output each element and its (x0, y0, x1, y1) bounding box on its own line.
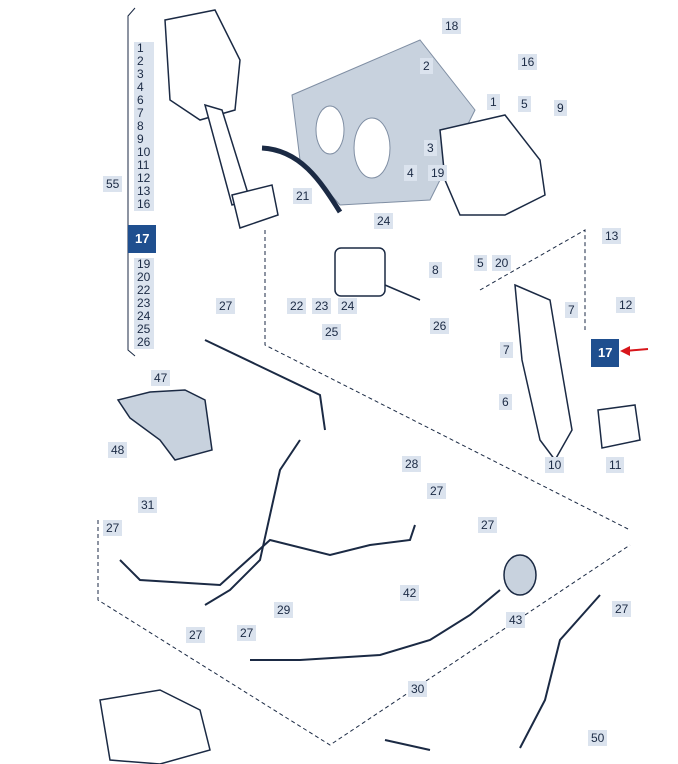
slave-cylinder (503, 554, 537, 596)
clutch-pedal-assembly (439, 114, 641, 462)
list-item: 13 (137, 184, 151, 198)
callout-19[interactable]: 19 (428, 165, 448, 181)
callout-24-top[interactable]: 24 (374, 213, 394, 229)
callout-27-f[interactable]: 27 (186, 627, 206, 643)
list-item: 9 (137, 132, 144, 146)
callout-22[interactable]: 22 (287, 298, 307, 314)
callout-31[interactable]: 31 (138, 497, 158, 513)
callout-1[interactable]: 1 (487, 94, 500, 110)
callout-7-left[interactable]: 7 (500, 342, 513, 358)
highlight-arrow-head (620, 346, 630, 356)
list-item: 6 (137, 93, 144, 107)
list-item: 1 (137, 41, 144, 55)
callout-10[interactable]: 10 (545, 457, 565, 473)
list-item: 20 (137, 270, 151, 284)
brake-pedal-assembly (164, 9, 279, 229)
callout-27-b[interactable]: 27 (427, 483, 447, 499)
callout-5-top[interactable]: 5 (518, 96, 531, 112)
list-item: 24 (137, 309, 151, 323)
callout-30[interactable]: 30 (408, 681, 428, 697)
callout-18[interactable]: 18 (442, 18, 462, 34)
list-item: 10 (137, 145, 151, 159)
callout-20[interactable]: 20 (492, 255, 512, 271)
list-item: 22 (137, 283, 151, 297)
callout-4[interactable]: 4 (404, 165, 417, 181)
callout-17-highlight-left[interactable]: 17 (128, 225, 157, 253)
hose-21 (261, 145, 343, 214)
callout-24-bottom[interactable]: 24 (338, 298, 358, 314)
hydraulic-lines (119, 339, 601, 751)
callout-26[interactable]: 26 (430, 318, 450, 334)
list-item: 23 (137, 296, 151, 310)
callout-21[interactable]: 21 (293, 188, 313, 204)
callout-43[interactable]: 43 (506, 612, 526, 628)
callout-17-highlight-right[interactable]: 17 (591, 339, 620, 367)
housing-bottom-left (99, 689, 211, 764)
callout-48[interactable]: 48 (108, 442, 128, 458)
list-item: 4 (137, 80, 144, 94)
callout-55[interactable]: 55 (103, 176, 123, 192)
callout-13[interactable]: 13 (602, 228, 622, 244)
callout-29[interactable]: 29 (274, 602, 294, 618)
callout-16[interactable]: 16 (518, 54, 538, 70)
callout-7-right[interactable]: 7 (565, 302, 578, 318)
callout-27-e[interactable]: 27 (612, 601, 632, 617)
list-item: 7 (137, 106, 144, 120)
sheet-hole (353, 117, 391, 179)
callout-42[interactable]: 42 (400, 585, 420, 601)
callout-5-mid[interactable]: 5 (474, 255, 487, 271)
list-item: 3 (137, 67, 144, 81)
list-item: 8 (137, 119, 144, 133)
side-parts-list-lower: 19 20 22 23 24 25 26 (134, 258, 154, 349)
callout-8[interactable]: 8 (429, 262, 442, 278)
callout-25[interactable]: 25 (322, 324, 342, 340)
callout-2[interactable]: 2 (420, 58, 433, 74)
master-cylinder (334, 247, 421, 301)
list-item: 25 (137, 322, 151, 336)
callout-9[interactable]: 9 (554, 100, 567, 116)
sheet-hole (315, 105, 345, 155)
callout-47[interactable]: 47 (151, 370, 171, 386)
callout-27-g[interactable]: 27 (237, 625, 257, 641)
list-item: 12 (137, 171, 151, 185)
callout-6[interactable]: 6 (499, 394, 512, 410)
list-item: 19 (137, 257, 151, 271)
group-frames (97, 229, 631, 746)
callout-27-a[interactable]: 27 (216, 298, 236, 314)
list-item: 26 (137, 335, 151, 349)
side-parts-list: 1 2 3 4 6 7 8 9 10 11 12 13 16 (134, 42, 154, 211)
callout-23[interactable]: 23 (312, 298, 332, 314)
list-item: 16 (137, 197, 151, 211)
list-bracket (127, 7, 136, 357)
callout-12[interactable]: 12 (616, 297, 636, 313)
list-item: 2 (137, 54, 144, 68)
callout-28[interactable]: 28 (402, 456, 422, 472)
bracket-47 (116, 389, 213, 461)
callout-50[interactable]: 50 (588, 730, 608, 746)
callout-27-c[interactable]: 27 (478, 517, 498, 533)
callout-3[interactable]: 3 (424, 140, 437, 156)
callout-11[interactable]: 11 (606, 457, 625, 473)
callout-27-d[interactable]: 27 (103, 520, 123, 536)
list-item: 11 (137, 158, 150, 172)
